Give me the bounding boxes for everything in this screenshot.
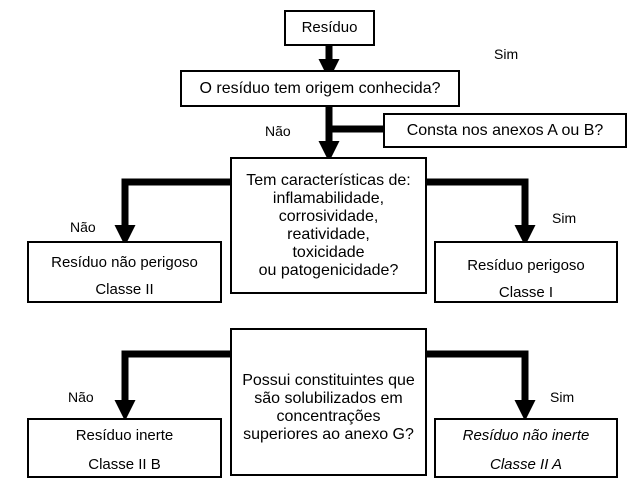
- arrow-characteristics-to-non-hazardous: [114, 178, 230, 246]
- node-characteristics-question: [230, 157, 427, 294]
- node-start-label: Resíduo: [301, 19, 358, 36]
- node-inert-class: Classe II B: [88, 456, 161, 473]
- node-characteristics-label-1: Tem características de:: [246, 172, 411, 189]
- label-sim-right-1: Sim: [552, 210, 577, 226]
- node-characteristics-label-6: ou patogenicidade?: [258, 262, 399, 279]
- label-sim-right-2: Sim: [550, 389, 575, 405]
- node-annex-question: [383, 113, 627, 148]
- node-characteristics-label-5: toxicidade: [292, 244, 365, 261]
- node-origin-question: [180, 70, 460, 107]
- node-annex-question-label: Consta nos anexos A ou B?: [406, 122, 604, 139]
- node-characteristics-label-3: corrosividade,: [278, 208, 379, 225]
- node-characteristics-label-4: reatividade,: [287, 226, 370, 243]
- node-solubility-label-2: são solubilizados em: [254, 390, 403, 407]
- label-nao-left-1: Não: [70, 219, 96, 235]
- label-sim-top: Sim: [494, 46, 519, 62]
- arrow-solubility-to-inert: [114, 350, 230, 421]
- node-origin-question-label: O resíduo tem origem conhecida?: [199, 80, 441, 97]
- node-solubility-label-3: concentrações: [276, 408, 381, 425]
- node-non-inert-name: Resíduo não inerte: [462, 427, 590, 444]
- node-inert: [27, 418, 222, 478]
- label-nao-origin: Não: [265, 123, 291, 139]
- node-non-inert: [434, 418, 618, 478]
- node-non-hazardous-name: Resíduo não perigoso: [51, 254, 198, 271]
- node-characteristics-label-2: inflamabilidade,: [272, 190, 385, 207]
- node-non-inert-class: Classe II A: [490, 456, 562, 473]
- node-hazardous: [434, 241, 618, 303]
- node-hazardous-class: Classe I: [498, 284, 554, 301]
- node-solubility-question: [230, 328, 427, 476]
- arrow-solubility-to-non-inert: [427, 350, 536, 421]
- node-start: [284, 10, 375, 46]
- arrow-characteristics-to-hazardous: [427, 178, 536, 246]
- node-inert-name: Resíduo inerte: [75, 427, 174, 444]
- node-solubility-label-4: superiores ao anexo G?: [243, 426, 414, 443]
- node-non-hazardous: [27, 241, 222, 303]
- node-non-hazardous-class: Classe II: [95, 281, 154, 298]
- node-solubility-label-1: Possui constituintes que: [242, 372, 415, 389]
- node-hazardous-name: Resíduo perigoso: [467, 257, 585, 274]
- label-nao-left-2: Não: [68, 389, 94, 405]
